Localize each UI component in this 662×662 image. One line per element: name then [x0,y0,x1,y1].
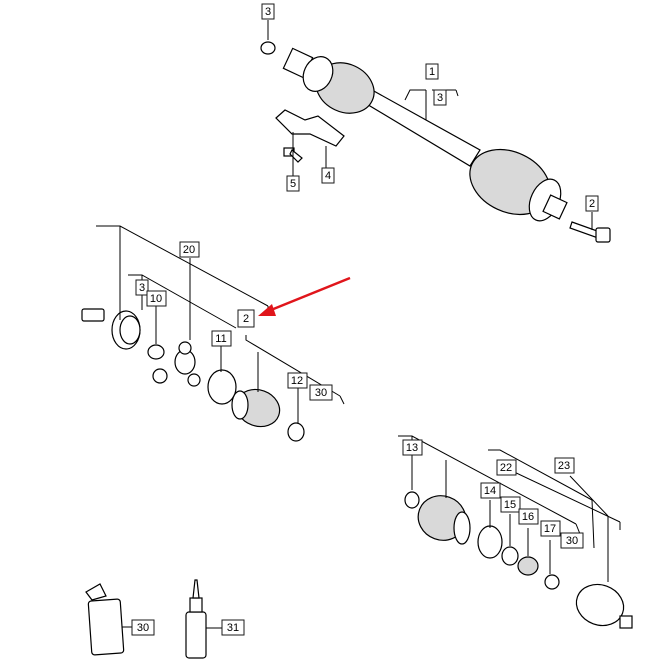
svg-text:11: 11 [215,333,226,345]
callout-3: 3 [135,279,149,296]
svg-text:3: 3 [437,92,443,104]
svg-text:4: 4 [325,170,331,182]
callout-23: 23 [554,457,575,474]
callout-30: 30 [560,532,584,549]
callout-30: 30 [309,384,333,401]
callout-3: 3 [433,89,447,106]
svg-text:16: 16 [522,511,534,523]
callout-31: 31 [221,619,245,636]
callout-3: 3 [261,3,275,20]
svg-text:23: 23 [558,460,570,472]
highlight-arrow-icon [258,276,351,316]
svg-text:14: 14 [484,485,496,497]
washer-16 [517,556,539,576]
callout-20: 20 [179,241,200,258]
callout-1: 1 [425,63,439,80]
inner-boot [231,388,281,428]
circlip-17 [544,574,560,590]
callout-4: 4 [321,167,335,184]
svg-text:30: 30 [137,622,149,634]
callout-10: 10 [146,290,167,307]
svg-text:30: 30 [315,387,327,399]
callout-2: 2 [585,195,599,212]
outer-boot [417,495,471,545]
callout-17: 17 [540,520,561,537]
bottle-icon [185,579,207,659]
circlip-10 [147,344,165,360]
clamp-11 [207,369,237,405]
callout-2-highlighted: 2 [237,309,255,328]
shaft-bolt [569,221,611,243]
heat-shield [275,109,345,147]
svg-text:3: 3 [265,6,271,18]
svg-text:3: 3 [139,282,145,294]
clamp-13 [404,491,420,509]
svg-text:31: 31 [227,622,239,634]
clamp-14 [477,525,503,559]
svg-text:22: 22 [500,462,512,474]
circlip [260,41,276,55]
callout-22: 22 [496,459,517,476]
callout-12: 12 [287,372,308,389]
svg-text:2: 2 [589,198,595,210]
svg-text:20: 20 [183,244,195,256]
tube-icon [85,583,125,656]
callout-15: 15 [500,496,521,513]
svg-text:12: 12 [291,375,303,387]
svg-text:17: 17 [544,523,556,535]
callout-30: 30 [131,619,155,636]
svg-text:1: 1 [429,66,435,78]
callout-5: 5 [286,175,300,192]
callout-14: 14 [480,482,501,499]
joint-housing [81,308,141,350]
callout-16: 16 [518,508,539,525]
callout-11: 11 [211,330,232,347]
svg-text:30: 30 [566,535,578,547]
tripod-spider [152,341,201,387]
drive-shaft-assembly [282,47,568,222]
spacer-15 [501,546,519,566]
svg-text:2: 2 [243,313,249,325]
svg-text:13: 13 [406,442,418,454]
clamp-12 [287,422,305,442]
svg-text:5: 5 [290,178,296,190]
callout-13: 13 [402,439,423,456]
outer-cv-joint [575,583,633,629]
callout-labels: 3 1 3 4 5 2 20 3 10 2 11 12 30 13 23 22 … [131,3,599,636]
svg-text:15: 15 [504,499,516,511]
svg-text:10: 10 [150,293,162,305]
